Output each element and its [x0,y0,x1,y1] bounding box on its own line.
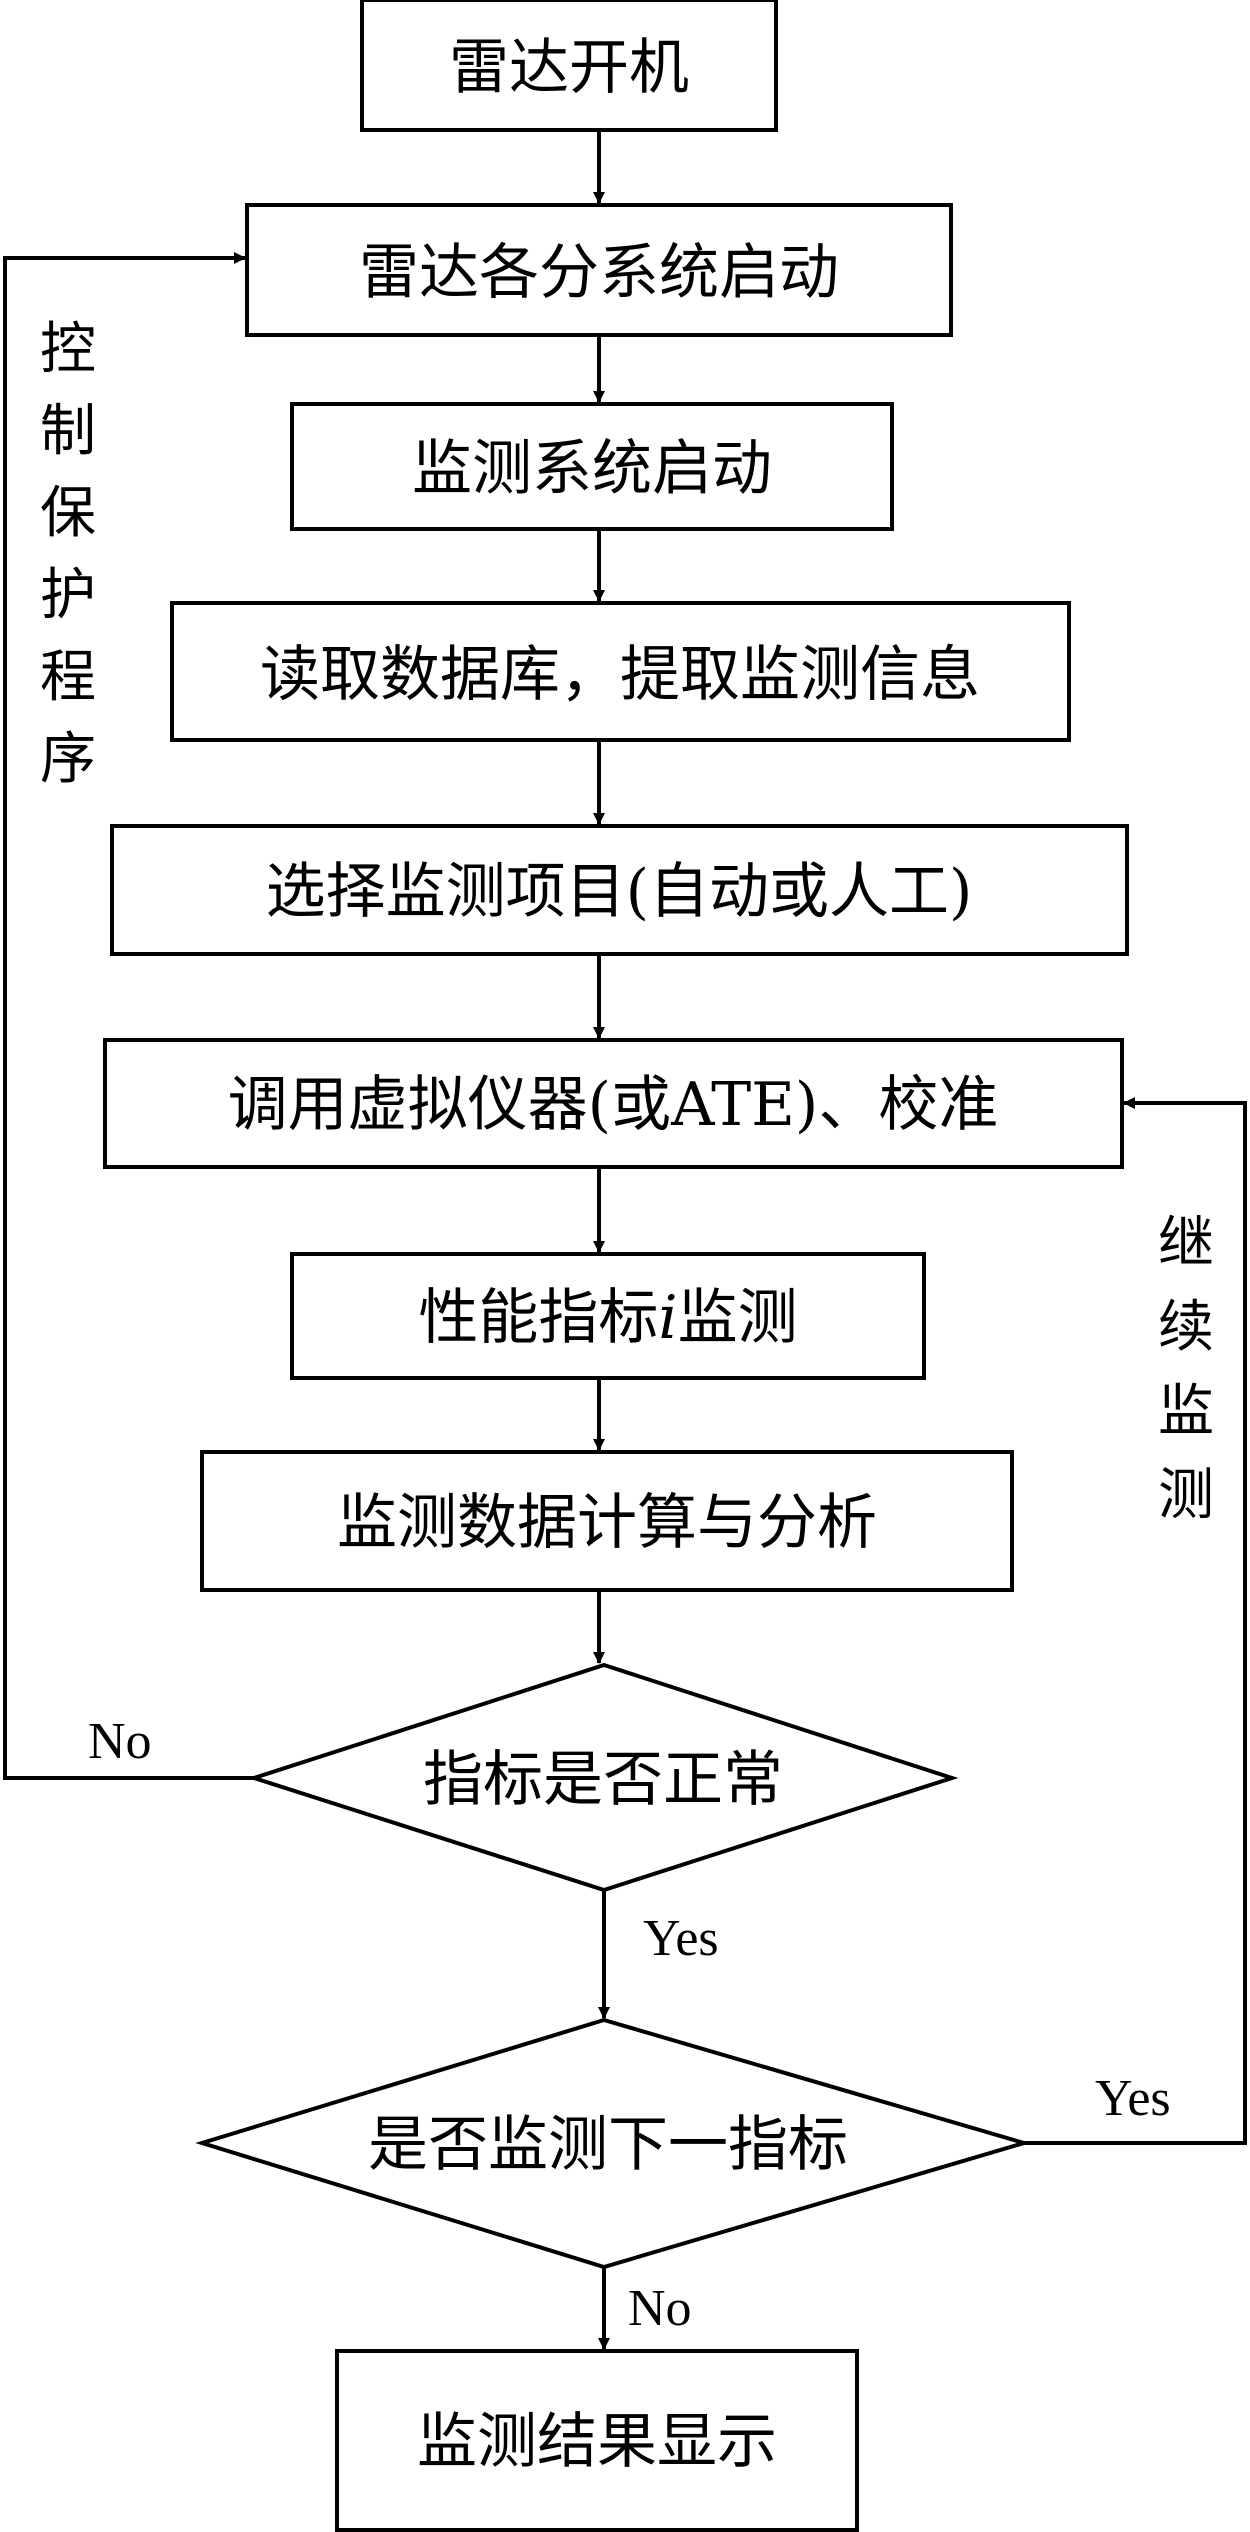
svg-text:护: 护 [40,563,96,628]
svg-text:指标是否正常: 指标是否正常 [423,1745,783,1815]
performance-monitor-suffix: 监测 [678,1283,798,1353]
loop-no-to-subsystems [3,252,254,1780]
svg-text:读取数据库，提取监测信息: 读取数据库，提取监测信息 [260,640,980,710]
decision-next-index: 是否监测下一指标 [195,2017,1032,2270]
svg-text:制: 制 [40,399,96,464]
svg-text:选择监测项目(自动或人工): 选择监测项目(自动或人工) [266,857,973,927]
edge-label-no-left: No [88,1713,152,1770]
svg-text:继: 继 [1158,1211,1214,1276]
node-radar-power-on: 雷达开机 [360,0,778,132]
node-data-analysis: 监测数据计算与分析 [200,1450,1014,1592]
edge-label-no-down: No [628,2280,692,2337]
side-label-control-protect: 控 制 保 护 程 序 [40,317,96,792]
side-label-continue-monitor: 继 续 监 测 [1158,1211,1214,1528]
edge-label-yes-down: Yes [643,1910,719,1967]
svg-text:序: 序 [40,727,96,792]
node-call-instruments: 调用虚拟仪器(或ATE)、校准 [103,1038,1124,1169]
svg-text:监测数据计算与分析: 监测数据计算与分析 [337,1488,877,1558]
node-select-items: 选择监测项目(自动或人工) [110,824,1129,956]
svg-text:雷达各分系统启动: 雷达各分系统启动 [359,238,839,308]
svg-text:监测结果显示: 监测结果显示 [417,2407,777,2477]
node-read-database: 读取数据库，提取监测信息 [170,601,1071,742]
svg-text:监: 监 [1158,1379,1214,1444]
svg-text:性能指标i监测: 性能指标i监测 [418,1283,797,1353]
svg-text:监测系统启动: 监测系统启动 [412,434,772,504]
performance-monitor-prefix: 性能指标 [418,1283,658,1353]
performance-monitor-var: i [658,1283,677,1353]
node-performance-monitor: 性能指标i监测 [290,1252,926,1380]
decision-index-normal: 指标是否正常 [247,1662,959,1893]
svg-text:调用虚拟仪器(或ATE)、校准: 调用虚拟仪器(或ATE)、校准 [228,1070,999,1140]
loop-yes-to-call-instruments [1024,1097,1247,2145]
svg-text:雷达开机: 雷达开机 [449,33,689,103]
svg-text:测: 测 [1158,1463,1214,1528]
node-subsystems-start: 雷达各分系统启动 [245,203,953,337]
svg-text:是否监测下一指标: 是否监测下一指标 [368,2110,848,2180]
svg-text:保: 保 [40,481,96,546]
svg-text:续: 续 [1158,1295,1214,1360]
node-monitor-system-start: 监测系统启动 [290,402,894,531]
node-result-display: 监测结果显示 [335,2349,859,2532]
main-flow-arrows [593,130,610,2350]
svg-text:程: 程 [40,645,96,710]
edge-label-yes-right: Yes [1095,2070,1171,2127]
svg-text:控: 控 [40,317,96,382]
